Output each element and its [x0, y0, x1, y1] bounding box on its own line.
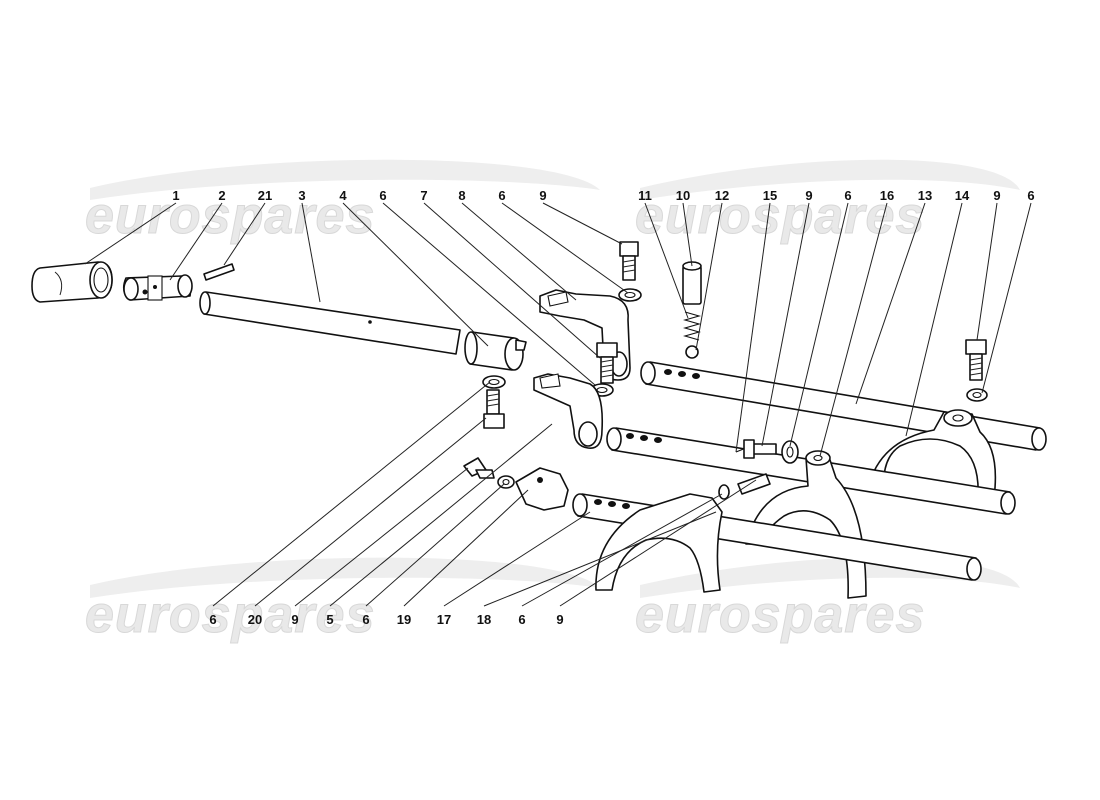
callout-label: 4 [339, 188, 347, 203]
callout-label: 9 [539, 188, 546, 203]
callout-label: 17 [437, 612, 451, 627]
callout-label: 11 [638, 188, 652, 203]
callouts-top: 1 2 21 3 4 6 7 8 6 9 11 10 12 15 9 6 16 … [172, 188, 1034, 203]
part-lever-middle [533, 373, 604, 449]
part-bolt-9-right [965, 339, 987, 381]
callout-label: 7 [420, 188, 427, 203]
part-washer-20 [482, 375, 506, 389]
part-bolt-9-top [619, 241, 639, 281]
callout-label: 3 [298, 188, 305, 203]
part-washer-9-right [966, 388, 988, 402]
part-bolt-9-middle [743, 439, 777, 459]
callout-label: 10 [676, 188, 690, 203]
callout-label: 16 [880, 188, 894, 203]
part-detent-sleeve [682, 261, 702, 305]
callout-label: 9 [556, 612, 563, 627]
callout-label: 5 [326, 612, 333, 627]
callout-label: 14 [955, 188, 970, 203]
part-bolt-9-lower [718, 473, 771, 500]
part-coupling [122, 274, 193, 301]
part-pin [203, 263, 235, 281]
callout-label: 6 [1027, 188, 1034, 203]
callout-label: 12 [715, 188, 729, 203]
watermark-bottom-left: eurospares [85, 557, 600, 645]
callout-label: 9 [993, 188, 1000, 203]
watermark-text: eurospares [85, 586, 375, 644]
callout-label: 1 [172, 188, 179, 203]
callout-label: 20 [248, 612, 262, 627]
callout-label: 19 [397, 612, 411, 627]
part-bolt-7 [596, 342, 618, 384]
callout-label: 6 [498, 188, 505, 203]
callout-label: 2 [218, 188, 225, 203]
part-washer-6-block [497, 475, 515, 489]
part-collar [464, 331, 527, 371]
callout-label: 6 [844, 188, 851, 203]
callout-label: 6 [379, 188, 386, 203]
callouts-bottom: 6 20 9 5 6 19 17 18 6 9 [209, 612, 563, 627]
callout-label: 21 [258, 188, 272, 203]
watermark-text: eurospares [635, 586, 925, 644]
part-ball [685, 345, 699, 359]
callout-label: 15 [763, 188, 777, 203]
callout-label: 6 [209, 612, 216, 627]
callout-label: 6 [362, 612, 369, 627]
watermark-text: eurospares [85, 187, 375, 245]
callout-label: 18 [477, 612, 491, 627]
part-spring [682, 311, 702, 341]
part-fork-center [745, 450, 867, 599]
callout-label: 13 [918, 188, 932, 203]
watermark-top-left: eurospares [85, 159, 600, 246]
part-block [515, 467, 569, 511]
callout-label: 8 [458, 188, 465, 203]
part-sleeve [31, 261, 113, 303]
callout-label: 9 [805, 188, 812, 203]
part-bolt-9-block [463, 457, 495, 479]
part-lever-upper [539, 289, 631, 381]
part-fork-right [867, 409, 997, 499]
part-bolt-20 [483, 389, 505, 429]
part-washer-6-middle [781, 440, 799, 464]
callout-label: 6 [518, 612, 525, 627]
callout-label: 9 [291, 612, 298, 627]
leader-lines [84, 202, 1032, 607]
watermark-top-right: eurospares [635, 159, 1020, 246]
watermark-text: eurospares [635, 187, 925, 245]
part-shaft-main [199, 291, 461, 355]
part-washer-9-top [618, 288, 642, 302]
